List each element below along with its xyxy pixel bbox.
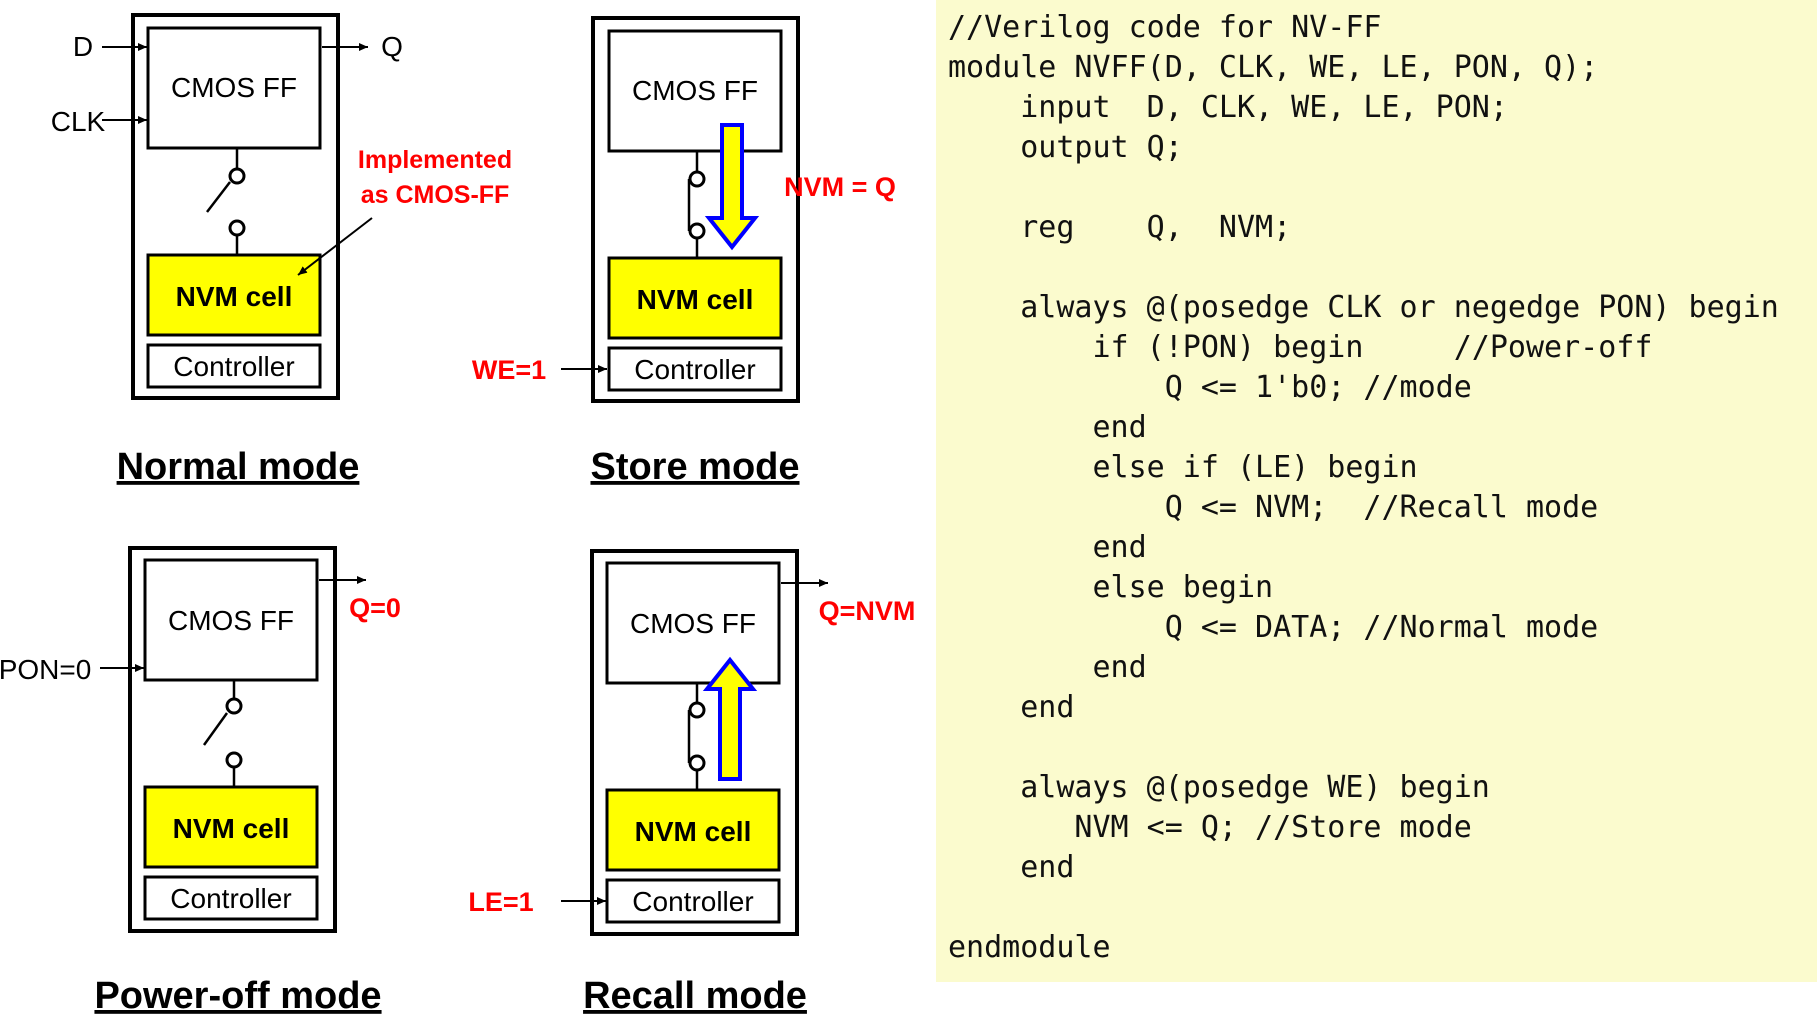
code-line: module NVFF(D, CLK, WE, LE, PON, Q); xyxy=(948,50,1599,85)
store-switch-contact-bottom xyxy=(688,222,706,240)
store-controller-box xyxy=(607,346,783,392)
normal-switch-lever xyxy=(206,181,231,213)
store-switch-contact-top xyxy=(688,170,706,188)
store-cmos-ff-label: CMOS FF xyxy=(632,75,758,106)
code-line: always @(posedge CLK or negedge PON) beg… xyxy=(948,290,1779,325)
store-transfer-arrow xyxy=(704,123,760,251)
code-line: end xyxy=(948,410,1147,445)
poweroff-switch-contact-top xyxy=(225,697,243,715)
code-line: output Q; xyxy=(948,130,1183,165)
code-line xyxy=(948,728,1817,768)
poweroff-nvm-cell-label: NVM cell xyxy=(173,813,290,844)
code-line: endmodule xyxy=(948,930,1111,965)
normal-switch-contact-bottom xyxy=(228,219,246,237)
poweroff-output-label: Q=0 xyxy=(349,593,401,623)
code-line: //Verilog code for NV-FF xyxy=(948,10,1382,45)
code-line xyxy=(948,168,1817,208)
nv-ff-mode-diagram: CMOS FF D CLK Q NVM cell Controller Impl… xyxy=(0,13,916,1015)
recall-switch-contact-top xyxy=(688,701,706,719)
code-line: end xyxy=(948,650,1147,685)
code-line xyxy=(948,248,1817,288)
poweroff-switch-lever xyxy=(202,712,229,746)
normal-input-clk-label: CLK xyxy=(51,106,106,137)
recall-mode-panel: CMOS FF Q=NVM NVM cell Controller LE=1 R… xyxy=(468,549,916,1015)
poweroff-mode-panel: CMOS FF PON=0 Q=0 NVM cell Controller Po… xyxy=(0,546,401,1015)
poweroff-controller-label: Controller xyxy=(170,883,291,914)
code-line: end xyxy=(948,530,1147,565)
code-line: end xyxy=(948,690,1075,725)
normal-controller-label: Controller xyxy=(173,351,294,382)
code-line: Q <= 1'b0; //mode xyxy=(948,370,1472,405)
normal-nvm-cell-box xyxy=(146,253,322,337)
code-line: if (!PON) begin //Power-off xyxy=(948,330,1653,365)
poweroff-cmos-ff-label: CMOS FF xyxy=(168,605,294,636)
recall-nvm-cell-box xyxy=(605,788,781,872)
normal-annotation-line1: Implemented xyxy=(358,146,512,174)
recall-mode-title: Recall mode xyxy=(583,975,807,1015)
store-mode-panel: CMOS FF NVM cell Controller NVM = Q WE=1… xyxy=(472,16,896,488)
code-line: Q <= DATA; //Normal mode xyxy=(948,610,1599,645)
normal-cmos-ff-box xyxy=(146,26,322,150)
normal-input-d-label: D xyxy=(73,31,93,62)
recall-switch-contact-bottom xyxy=(688,754,706,772)
normal-switch-contact-top xyxy=(228,167,246,185)
code-line: always @(posedge WE) begin xyxy=(948,770,1490,805)
poweroff-mode-title: Power-off mode xyxy=(94,975,381,1015)
code-line: else if (LE) begin xyxy=(948,450,1418,485)
store-nvm-cell-box xyxy=(607,256,783,340)
recall-transfer-arrow xyxy=(702,656,758,781)
store-controller-label: Controller xyxy=(634,354,755,385)
normal-controller-box xyxy=(146,343,322,389)
store-signal-label: WE=1 xyxy=(472,355,546,385)
store-transfer-label: NVM = Q xyxy=(784,172,896,202)
poweroff-cmos-ff-box xyxy=(143,558,319,682)
code-line: end xyxy=(948,850,1075,885)
recall-signal-label: LE=1 xyxy=(468,887,533,917)
normal-annotation-line2: as CMOS-FF xyxy=(361,181,510,209)
normal-cmos-ff-label: CMOS FF xyxy=(171,72,297,103)
store-cmos-ff-box xyxy=(607,29,783,153)
code-line: reg Q, NVM; xyxy=(948,210,1292,245)
recall-cmos-ff-box xyxy=(605,561,781,685)
normal-annotation-arrow xyxy=(297,217,373,276)
recall-controller-box xyxy=(605,878,781,924)
store-mode-title: Store mode xyxy=(590,446,799,488)
code-line: NVM <= Q; //Store mode xyxy=(948,810,1472,845)
store-nvm-cell-label: NVM cell xyxy=(637,284,754,315)
recall-controller-label: Controller xyxy=(632,886,753,917)
normal-mode-title: Normal mode xyxy=(117,446,360,488)
poweroff-switch-contact-bottom xyxy=(225,751,243,769)
poweroff-nvm-cell-box xyxy=(143,785,319,869)
normal-nvm-cell-label: NVM cell xyxy=(176,281,293,312)
verilog-code-panel: //Verilog code for NV-FF module NVFF(D, C… xyxy=(936,0,1817,982)
recall-output-label: Q=NVM xyxy=(819,596,916,626)
code-line: input D, CLK, WE, LE, PON; xyxy=(948,90,1508,125)
code-line: Q <= NVM; //Recall mode xyxy=(948,490,1599,525)
normal-mode-panel: CMOS FF D CLK Q NVM cell Controller Impl… xyxy=(51,13,512,488)
recall-cmos-ff-label: CMOS FF xyxy=(630,608,756,639)
recall-nvm-cell-label: NVM cell xyxy=(635,816,752,847)
poweroff-signal-label: PON=0 xyxy=(0,654,91,685)
poweroff-controller-box xyxy=(143,875,319,921)
normal-output-q-label: Q xyxy=(381,31,403,62)
verilog-code-block: //Verilog code for NV-FF module NVFF(D, C… xyxy=(936,0,1817,968)
code-line xyxy=(948,888,1817,928)
code-line: else begin xyxy=(948,570,1274,605)
